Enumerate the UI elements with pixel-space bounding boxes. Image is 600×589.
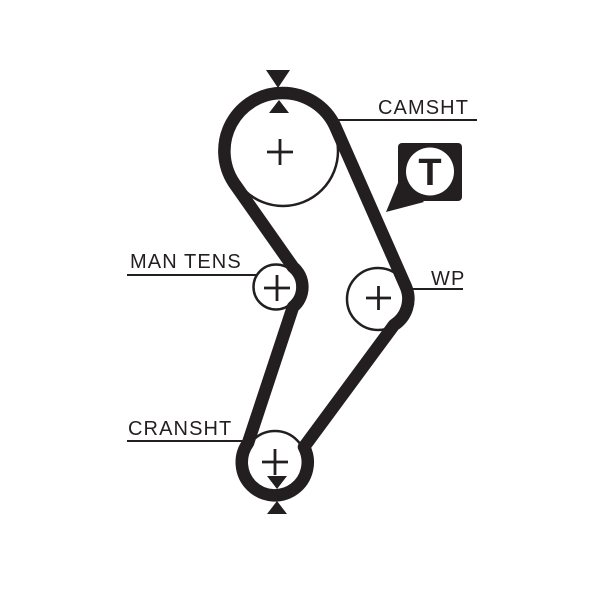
tensioner-label: MAN TENS — [130, 251, 242, 273]
water-pump-center-mark — [366, 286, 391, 310]
water-pump-label: WP — [431, 268, 465, 290]
badge-letter: T — [418, 152, 441, 194]
crankshaft-center-mark — [262, 449, 288, 475]
camshaft-label: CAMSHT — [378, 97, 469, 119]
tensioner-center-mark — [264, 275, 290, 301]
crankshaft-alignment-arrow-inner-icon — [267, 476, 287, 489]
camshaft-alignment-arrow-outer-icon — [266, 70, 290, 88]
camshaft-center-mark — [267, 139, 293, 165]
timing-belt — [218, 86, 415, 502]
crankshaft-alignment-arrow-outer-icon — [267, 501, 287, 514]
timing-mark-badge: T — [386, 143, 462, 212]
camshaft-alignment-arrow-inner-icon — [269, 100, 289, 113]
badge-circle — [406, 147, 454, 196]
crankshaft-label: CRANSHT — [128, 418, 232, 440]
